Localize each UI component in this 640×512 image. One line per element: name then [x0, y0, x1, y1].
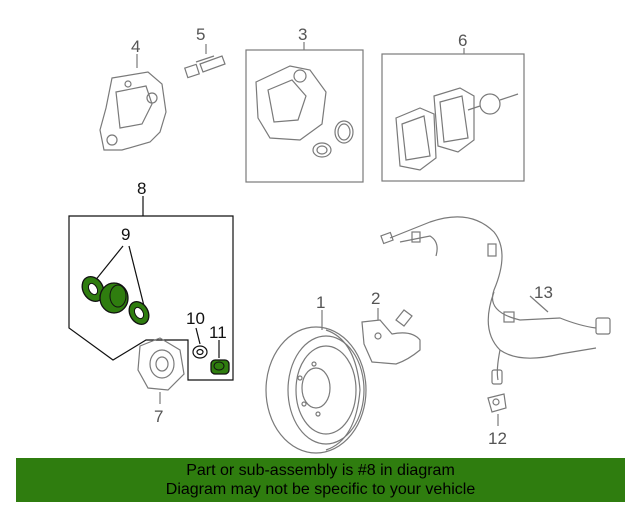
callout-6: 6 — [458, 31, 467, 50]
callout-3: 3 — [298, 25, 307, 44]
part-1-rotor — [265, 326, 367, 454]
part-7-hub — [137, 337, 185, 404]
part-6-box — [381, 53, 525, 182]
callout-9-leaders — [93, 245, 145, 307]
callout-9: 9 — [121, 225, 130, 244]
part-13-abs-wire — [380, 216, 611, 381]
part-3-caliper — [255, 65, 354, 158]
part-3-box — [245, 49, 364, 183]
part-8-bearing-set — [81, 276, 150, 325]
callout-5: 5 — [196, 25, 205, 44]
callout-4: 4 — [131, 37, 140, 56]
callout-11: 11 — [209, 323, 227, 342]
callout-7: 7 — [154, 407, 163, 426]
part-12-wheel-speed-sensor — [487, 369, 507, 426]
callout-12: 12 — [488, 429, 507, 448]
part-2-splash-shield — [361, 309, 421, 365]
part-6-brake-pads — [395, 87, 519, 171]
banner-line-1: Part or sub-assembly is #8 in diagram — [186, 462, 455, 479]
callout-10: 10 — [186, 309, 205, 328]
part-4-caliper-bracket — [99, 54, 167, 151]
banner-line-2: Diagram may not be specific to your vehi… — [165, 481, 476, 498]
callout-8: 8 — [137, 179, 146, 198]
callout-1: 1 — [316, 293, 325, 312]
callout-2: 2 — [371, 289, 380, 308]
part-10-washer — [192, 345, 208, 359]
part-8-group-outline — [68, 215, 234, 381]
info-banner: Part or sub-assembly is #8 in diagram Di… — [16, 458, 625, 502]
callout-13: 13 — [534, 283, 553, 302]
part-11-hub-nut — [210, 359, 230, 375]
part-5-guide-pin — [183, 44, 226, 79]
